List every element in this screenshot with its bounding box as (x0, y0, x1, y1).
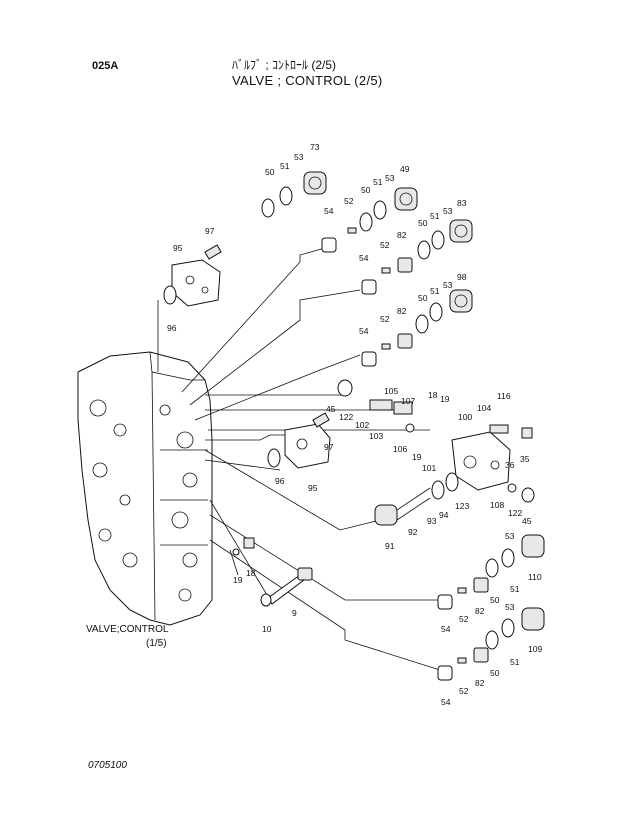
reference-label: VALVE;CONTROL (86, 624, 169, 635)
part-label: 19 (233, 575, 243, 585)
part-label: 122 (339, 412, 353, 422)
part-label: 10 (262, 624, 272, 634)
page-code: 025A (92, 60, 119, 72)
part-label: 54 (359, 326, 369, 336)
part-label: 94 (439, 510, 449, 520)
part-label: 50 (361, 185, 371, 195)
part-label: 50 (490, 668, 500, 678)
part-label: 122 (508, 508, 522, 518)
part-label: 91 (385, 541, 395, 551)
part-label: 51 (430, 286, 440, 296)
part-label: 73 (310, 142, 320, 152)
plug-assembly-109 (437, 607, 545, 681)
part-label: 100 (458, 412, 472, 422)
part-label: 102 (355, 420, 369, 430)
part-label: 116 (497, 391, 511, 401)
part-label: 92 (408, 527, 418, 537)
part-label: 97 (205, 226, 215, 236)
part-label: 51 (430, 211, 440, 221)
part-label: 82 (475, 606, 485, 616)
part-label: 45 (326, 404, 336, 414)
part-label: 53 (385, 173, 395, 183)
reference-sublabel: (1/5) (146, 638, 167, 649)
part-labels: 73 53 51 50 54 52 49 53 51 50 83 53 51 5… (167, 142, 542, 707)
footer-code: 0705100 (88, 760, 127, 771)
part-label: 50 (265, 167, 275, 177)
part-label: 50 (418, 218, 428, 228)
part-label: 107 (401, 396, 415, 406)
plug-assembly-98 (361, 289, 473, 367)
part-label: 54 (441, 697, 451, 707)
part-label: 103 (369, 431, 383, 441)
plug-assembly-49 (359, 187, 418, 232)
part-label: 96 (167, 323, 177, 333)
title-english: VALVE ; CONTROL (2/5) (232, 73, 383, 88)
part-label: 108 (490, 500, 504, 510)
flange-95-middle (267, 412, 331, 469)
part-label: 9 (292, 608, 297, 618)
part-label: 82 (397, 230, 407, 240)
part-label: 98 (457, 272, 467, 282)
part-label: 50 (490, 595, 500, 605)
part-label: 52 (459, 614, 469, 624)
spool-assembly-91 (374, 472, 459, 526)
part-label: 51 (510, 584, 520, 594)
plug-assembly-73 (261, 171, 357, 253)
assembly-lines (157, 247, 470, 671)
part-label: 18 (246, 568, 256, 578)
part-label: 104 (477, 403, 491, 413)
part-label: 93 (427, 516, 437, 526)
valve-body (77, 351, 213, 626)
part-label: 54 (324, 206, 334, 216)
part-label: 52 (380, 314, 390, 324)
part-label: 18 (428, 390, 438, 400)
plug-assembly-110 (437, 534, 545, 610)
part-label: 54 (359, 253, 369, 263)
part-label: 50 (418, 293, 428, 303)
part-label: 83 (457, 198, 467, 208)
part-label: 51 (510, 657, 520, 667)
part-label: 53 (505, 531, 515, 541)
part-label: 105 (384, 386, 398, 396)
part-label: 53 (505, 602, 515, 612)
plug-assembly-83 (361, 219, 473, 295)
part-label: 51 (373, 177, 383, 187)
part-label: 96 (275, 476, 285, 486)
part-label: 45 (522, 516, 532, 526)
part-label: 52 (459, 686, 469, 696)
part-label: 19 (440, 394, 450, 404)
part-label: 106 (393, 444, 407, 454)
part-label: 35 (520, 454, 530, 464)
flange-95-top (163, 244, 222, 307)
part-label: 49 (400, 164, 410, 174)
part-label: 36 (505, 460, 515, 470)
part-label: 95 (308, 483, 318, 493)
part-label: 19 (412, 452, 422, 462)
part-label: 53 (443, 206, 453, 216)
part-label: 52 (344, 196, 354, 206)
part-label: 95 (173, 243, 183, 253)
title-japanese: ﾊﾞﾙﾌﾞ ; ｺﾝﾄﾛｰﾙ (2/5) (232, 58, 337, 72)
part-label: 53 (443, 280, 453, 290)
part-label: 51 (280, 161, 290, 171)
part-label: 97 (324, 442, 334, 452)
part-label: 123 (455, 501, 469, 511)
part-label: 53 (294, 152, 304, 162)
part-label: 52 (380, 240, 390, 250)
valve-assembly-100 (337, 379, 535, 503)
part-label: 110 (528, 572, 542, 582)
bolt-9-group (232, 537, 313, 607)
part-label: 101 (422, 463, 436, 473)
part-label: 54 (441, 624, 451, 634)
part-label: 82 (397, 306, 407, 316)
part-label: 82 (475, 678, 485, 688)
part-label: 109 (528, 644, 542, 654)
